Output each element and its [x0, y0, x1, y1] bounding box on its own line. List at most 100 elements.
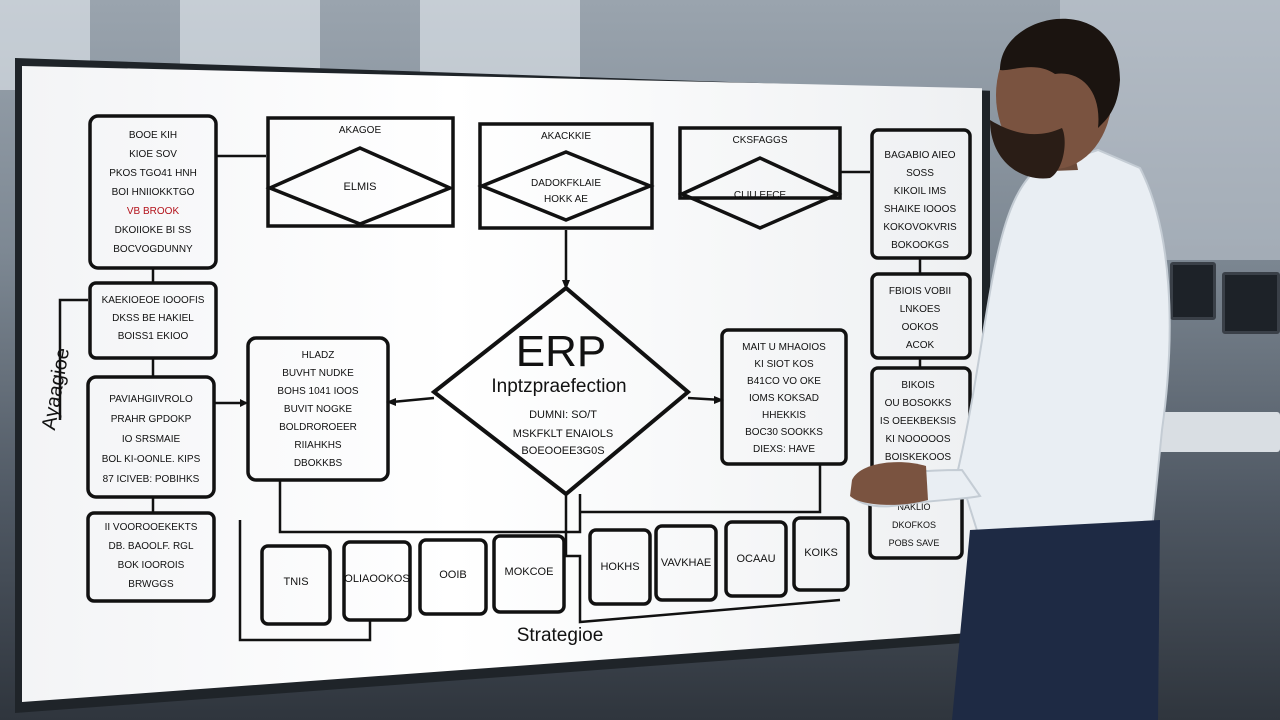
- box-text-line: PKOS TGO41 HNH: [109, 168, 197, 179]
- box-text-line: PAVIAHGIIVROLO: [109, 394, 193, 405]
- box-text-line: DB. BAOOLF. RGL: [108, 541, 193, 552]
- bottom-box-4: [492, 534, 566, 614]
- box-text-line: BOOE KIH: [129, 130, 177, 141]
- box-text-line: VB BROOK: [127, 206, 180, 217]
- arrowheads: [240, 280, 724, 407]
- left-box-3-text: PAVIAHGIIVROLO PRAHR GPDOKP IO SRSMAIE BOL …: [102, 394, 201, 485]
- box-text-line: BOKOOKGS: [891, 240, 949, 251]
- box-text-line: BOI HNIIOKKTGO: [112, 187, 195, 198]
- box-text-line: BOHS 1041 IOOS: [277, 386, 358, 397]
- box-text-line: FBIOIS VOBII: [889, 286, 951, 297]
- box-text-line: KOKOVOKVRIS: [883, 222, 957, 233]
- box-text-line: HHEKKIS: [762, 410, 806, 421]
- mid-left-box-text: HLADZ BUVHT NUDKE BOHS 1041 IOOS BUVIT NOGK…: [277, 350, 358, 469]
- box-text-line: BOLDROROEER: [279, 422, 357, 433]
- box-text-line: IO SRSMAIE: [122, 434, 181, 445]
- top-diamond-3: [677, 156, 843, 230]
- box-text-line: KAEKIOEOE IOOOFIS: [102, 295, 205, 306]
- mid-right-box: [720, 328, 848, 466]
- bottom-box-label: KOIKS: [804, 547, 838, 559]
- whiteboard-display: [22, 66, 982, 702]
- bottom-box-6: [654, 524, 718, 602]
- beard: [990, 120, 1065, 179]
- erp-line-2: MSKFKLT ENAIOLS: [513, 428, 613, 440]
- box-text-line: ACOK: [906, 340, 935, 351]
- side-label: Ayaagioe: [38, 346, 74, 432]
- bottom-box-label: OLIAOOKOS: [344, 573, 409, 585]
- erp-title: ERP: [516, 327, 606, 376]
- erp-line-1: DUMNI: SO/T: [529, 409, 597, 421]
- top-diamond-1: [265, 146, 455, 226]
- left-box-1-text: BOOE KIH KIOE SOV PKOS TGO41 HNH BOI HNIIOK…: [109, 130, 197, 255]
- top-box-1-inner: ELMIS: [343, 181, 376, 193]
- top-box-3: [678, 126, 842, 200]
- left-box-2-text: KAEKIOEOE IOOOFIS DKSS BE HAKIEL BOISS1 EK…: [102, 295, 205, 342]
- top-box-1-title: AKAGOE: [339, 125, 382, 136]
- box-text-line: NAKLIO: [897, 502, 930, 512]
- box-text-line: DIEXS: HAVE: [753, 444, 815, 455]
- background-monitor: [1222, 272, 1280, 334]
- box-text-line: SOSS: [906, 168, 934, 179]
- erp-line-3: BOEOOEE3G0S: [521, 445, 604, 457]
- box-text-line: 87 ICIVEB: POBIHKS: [103, 474, 200, 485]
- box-text-line: BOL KI-OONLE. KIPS: [102, 454, 201, 465]
- left-box-4: [86, 511, 216, 603]
- bottom-box-8: [792, 516, 850, 592]
- box-text-line: PRAHR GPDOKP: [111, 414, 192, 425]
- top-diamond-2: [477, 150, 655, 222]
- box-text-line: BOK IOOROIS: [118, 560, 185, 571]
- box-text-line: BOISKEKOOS: [885, 452, 951, 463]
- bottom-box-label: MOKCOE: [505, 566, 554, 578]
- erp-subtitle: Inptzpraefection: [491, 376, 626, 397]
- box-text-line: BUVIT NOGKE: [284, 404, 352, 415]
- bottom-box-2: [342, 540, 412, 622]
- box-text-line: KIOE SOV: [129, 149, 177, 160]
- box-text-line: BUVHT NUDKE: [282, 368, 354, 379]
- box-text-line: DKSS BE HAKIEL: [112, 313, 194, 324]
- bottom-box-1: [260, 544, 332, 626]
- mid-left-box: [246, 336, 390, 482]
- top-box-2: [478, 122, 654, 230]
- box-text-line: BAGABIO AIEO: [884, 150, 955, 161]
- bottom-box-label: TNIS: [283, 576, 308, 588]
- box-text-line: LNKOES: [900, 304, 941, 315]
- erp-diamond: [430, 285, 692, 497]
- presenter: [850, 18, 1171, 720]
- box-text-line: BOISS1 EKIOO: [118, 331, 189, 342]
- bottom-box-label: VAVKHAE: [661, 557, 711, 569]
- bottom-box-label: HOKHS: [600, 561, 639, 573]
- box-text-line: II VOOROOEKEKTS: [105, 522, 198, 533]
- box-text-line: B41CO VO OKE: [747, 376, 821, 387]
- top-box-2-inner2: HOKK AE: [544, 194, 588, 205]
- bottom-box-7: [724, 520, 788, 598]
- box-text-line: BOCVOGDUNNY: [113, 244, 193, 255]
- left-box-4-text: II VOOROOEKEKTS DB. BAOOLF. RGL BOK IOOROI…: [105, 522, 198, 590]
- white-shirt: [956, 148, 1171, 542]
- top-box-2-inner: DADOKFKLAIE: [531, 178, 601, 189]
- box-text-line: KI SIOT KOS: [754, 359, 814, 370]
- box-text-line: HLADZ: [302, 350, 335, 361]
- box-text-line: BRWGGS: [128, 579, 174, 590]
- right-box-2-text: FBIOIS VOBII LNKOES OOKOS ACOK: [889, 286, 951, 351]
- box-text-line: OOKOS: [902, 322, 939, 333]
- box-text-line: DKOFKOS: [892, 520, 936, 530]
- trousers: [952, 520, 1160, 720]
- background-desk: [1150, 412, 1280, 452]
- background-monitor: [1170, 262, 1216, 320]
- box-text-line: RIIAHKHS: [294, 440, 342, 451]
- bottom-box-labels: TNIS OLIAOOKOS OOIB MOKCOE HOKHS VAVKHAE OCAAU…: [283, 547, 837, 588]
- bottom-box-label: OOIB: [439, 569, 467, 581]
- box-text-line: IS OEEKBEKSIS: [880, 416, 956, 427]
- top-box-3-title: CKSFAGGS: [732, 135, 787, 146]
- bottom-box-label: OCAAU: [736, 553, 775, 565]
- box-text-line: MAIT U MHAOIOS: [742, 342, 826, 353]
- hands: [850, 462, 928, 505]
- top-box-1: [266, 116, 455, 228]
- box-text-line: OU BOSOKKS: [885, 398, 952, 409]
- box-text-line: DKOIIOKE BI SS: [115, 225, 192, 236]
